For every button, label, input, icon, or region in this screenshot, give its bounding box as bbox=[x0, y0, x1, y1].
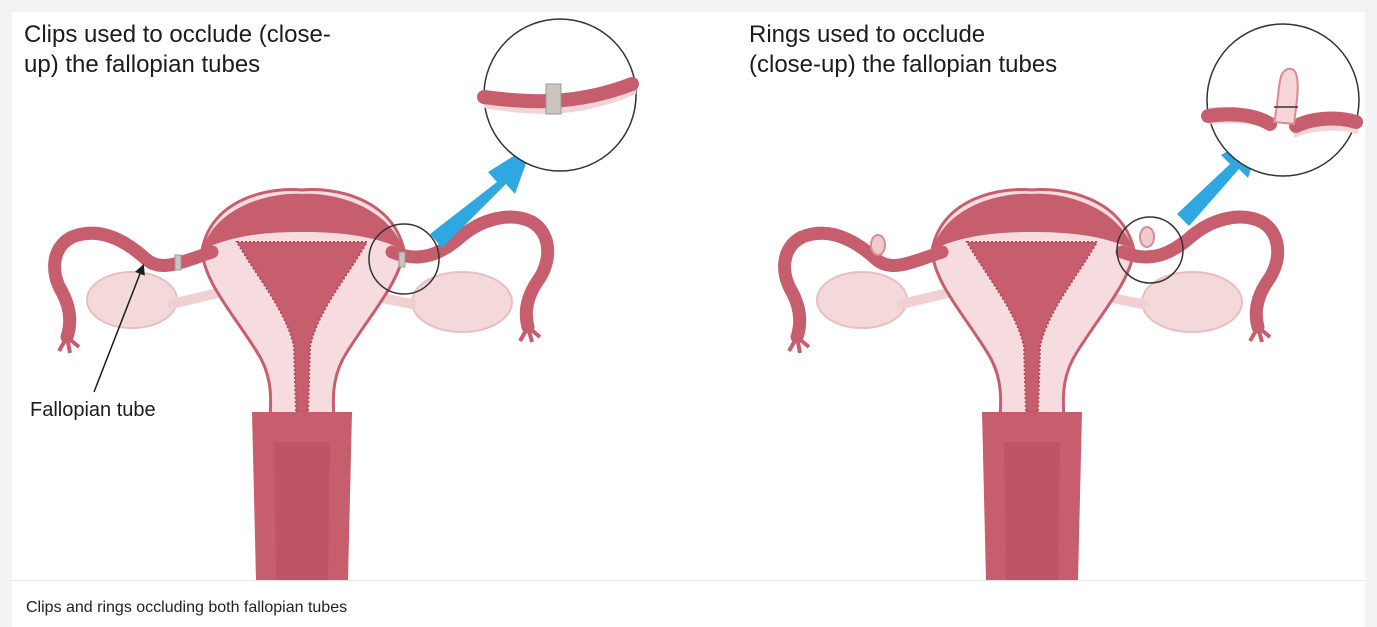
clip-left bbox=[175, 255, 181, 270]
closeup-ring bbox=[1207, 24, 1359, 176]
label-fallopian-tube: Fallopian tube bbox=[30, 399, 156, 422]
ring-loop-right bbox=[1140, 227, 1154, 247]
illustration bbox=[12, 12, 1365, 580]
clip-right bbox=[399, 252, 405, 267]
heading-rings: Rings used to occlude (close-up) the fal… bbox=[749, 20, 1169, 80]
heading-clips: Clips used to occlude (close- up) the fa… bbox=[24, 20, 444, 80]
uterus-right bbox=[785, 190, 1278, 580]
closeup-clip bbox=[484, 19, 636, 171]
caption-bar: Clips and rings occluding both fallopian… bbox=[12, 580, 1365, 627]
ovary-right bbox=[412, 272, 512, 332]
ring-loop-left bbox=[871, 235, 885, 255]
figure-caption: Clips and rings occluding both fallopian… bbox=[26, 599, 347, 617]
zoom-arrow-left bbox=[430, 144, 533, 248]
ovary-left bbox=[87, 272, 177, 328]
uterus-left bbox=[55, 190, 548, 580]
